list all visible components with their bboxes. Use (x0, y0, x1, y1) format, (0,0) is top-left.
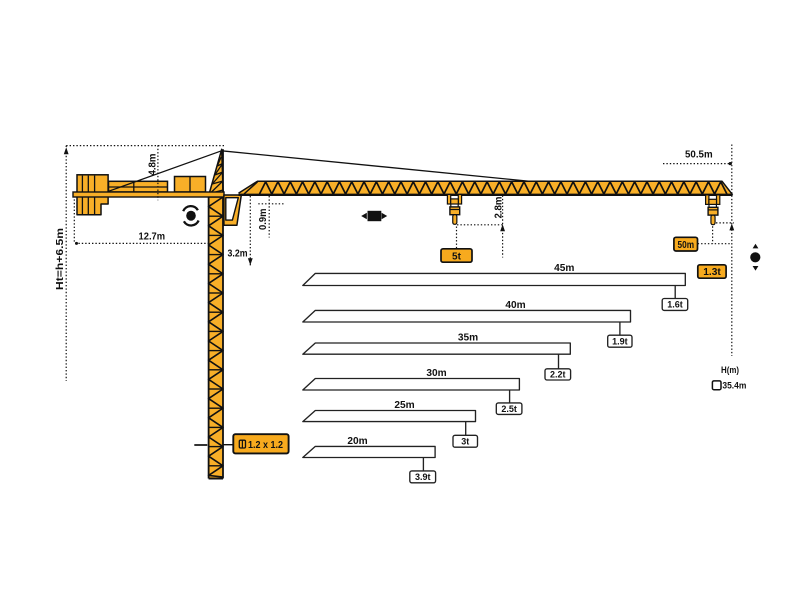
svg-text:1.9t: 1.9t (612, 336, 628, 346)
svg-text:3.2m: 3.2m (228, 248, 248, 260)
svg-text:20m: 20m (347, 436, 368, 447)
svg-text:2.2t: 2.2t (550, 370, 566, 380)
svg-text:0.9m: 0.9m (257, 208, 269, 230)
svg-text:Ht=h+6.5m: Ht=h+6.5m (54, 228, 66, 290)
svg-text:3.9t: 3.9t (415, 472, 431, 482)
svg-text:4.8m: 4.8m (147, 154, 159, 176)
svg-text:2.8m: 2.8m (493, 197, 505, 219)
svg-text:1.6t: 1.6t (667, 300, 683, 310)
svg-text:25m: 25m (394, 400, 415, 411)
svg-text:35.4m: 35.4m (722, 381, 746, 392)
svg-text:2.5t: 2.5t (501, 404, 517, 414)
svg-text:35m: 35m (458, 333, 479, 344)
svg-text:50.5m: 50.5m (685, 149, 713, 161)
svg-text:12.7m: 12.7m (139, 230, 166, 242)
svg-text:5t: 5t (452, 251, 462, 262)
svg-text:50m: 50m (678, 240, 695, 251)
svg-text:3t: 3t (461, 436, 469, 446)
svg-text:H(m): H(m) (721, 365, 739, 375)
svg-text:1.2 x 1.2: 1.2 x 1.2 (248, 440, 283, 451)
svg-text:40m: 40m (505, 300, 526, 311)
svg-text:45m: 45m (554, 263, 575, 274)
svg-text:30m: 30m (426, 368, 447, 379)
svg-text:1.3t: 1.3t (703, 267, 721, 278)
